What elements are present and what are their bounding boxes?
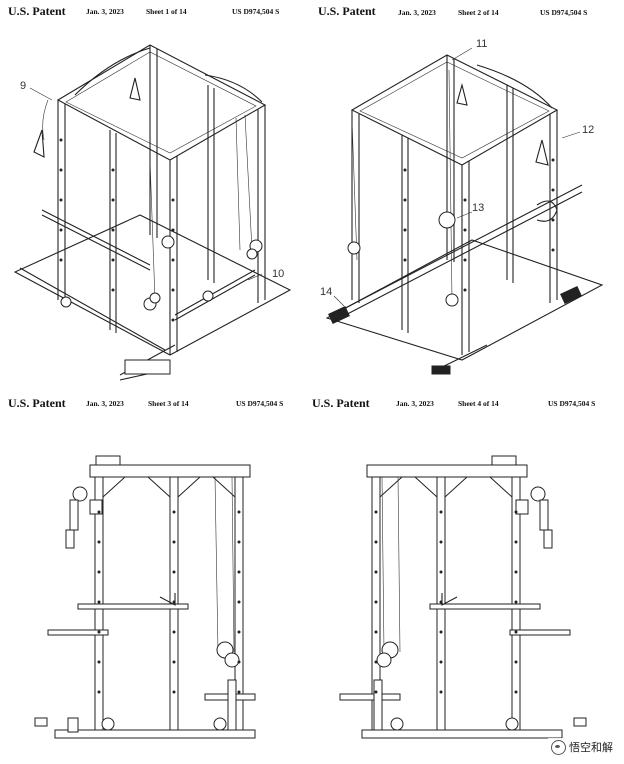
sheet-number: Sheet 4 of 14 bbox=[458, 399, 499, 408]
patent-number: US D974,504 S bbox=[232, 7, 280, 16]
ref-numeral-11: 11 bbox=[476, 38, 488, 50]
sheet-1: U.S. Patent Jan. 3, 2023 Sheet 1 of 14 U… bbox=[0, 0, 312, 382]
watermark-text: 悟空和解 bbox=[569, 741, 613, 754]
ref-numeral-14: 14 bbox=[320, 286, 333, 298]
patent-date: Jan. 3, 2023 bbox=[396, 399, 434, 408]
wechat-icon bbox=[551, 739, 566, 755]
sheet-number: Sheet 2 of 14 bbox=[458, 8, 499, 17]
patent-number: US D974,504 S bbox=[540, 8, 588, 17]
sheet-4: U.S. Patent Jan. 3, 2023 Sheet 4 of 14 U… bbox=[312, 382, 624, 764]
isometric-view-rear bbox=[325, 47, 604, 375]
isometric-view-front bbox=[13, 44, 292, 381]
sheet-number: Sheet 3 of 14 bbox=[148, 399, 189, 408]
patent-label: U.S. Patent bbox=[318, 4, 376, 18]
watermark: 悟空和解 bbox=[548, 738, 616, 756]
patent-number: US D974,504 S bbox=[236, 399, 284, 408]
sheet-2: U.S. Patent Jan. 3, 2023 Sheet 2 of 14 U… bbox=[312, 0, 624, 382]
ref-numeral-13: 13 bbox=[472, 202, 485, 214]
side-elevation-view bbox=[34, 455, 256, 739]
side-elevation-view-mirrored bbox=[339, 455, 587, 739]
sheet-number: Sheet 1 of 14 bbox=[146, 7, 187, 16]
patent-date: Jan. 3, 2023 bbox=[398, 8, 436, 17]
sheet-3: U.S. Patent Jan. 3, 2023 Sheet 3 of 14 U… bbox=[0, 382, 312, 764]
patent-label: U.S. Patent bbox=[8, 396, 66, 410]
ref-numeral-9: 9 bbox=[20, 80, 27, 92]
patent-label: U.S. Patent bbox=[312, 396, 370, 410]
ref-numeral-10: 10 bbox=[272, 268, 285, 280]
patent-date: Jan. 3, 2023 bbox=[86, 399, 124, 408]
patent-number: US D974,504 S bbox=[548, 399, 596, 408]
patent-label: U.S. Patent bbox=[8, 4, 66, 18]
ref-numeral-12: 12 bbox=[582, 124, 595, 136]
patent-date: Jan. 3, 2023 bbox=[86, 7, 124, 16]
